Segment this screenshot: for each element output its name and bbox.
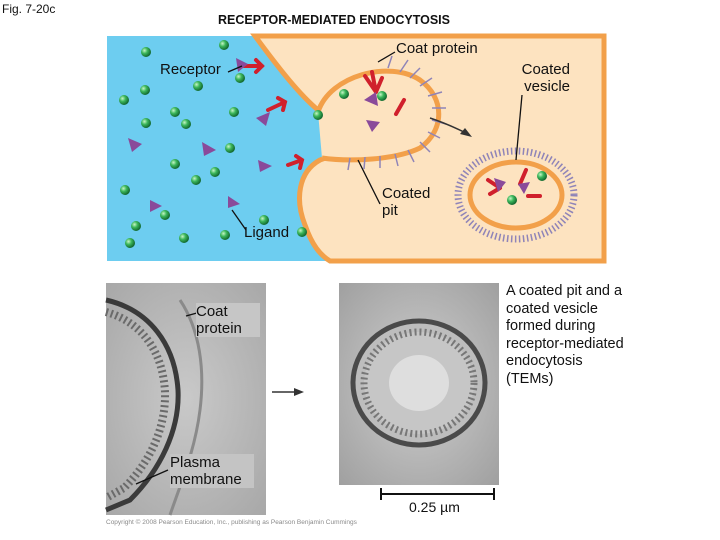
label-coat-protein: Coat protein <box>396 40 478 57</box>
label-plasma-membrane: Plasma membrane <box>170 454 254 488</box>
figure-title: RECEPTOR-MEDIATED ENDOCYTOSIS <box>218 13 450 27</box>
ligand-triangles <box>128 58 530 212</box>
figure-caption: A coated pit and a coated vesicle formed… <box>506 283 624 387</box>
diagram-leader-lines <box>227 51 523 231</box>
figure-label: Fig. 7-20c <box>2 2 56 16</box>
label-coated-vesicle: Coated vesicle <box>521 61 570 95</box>
label-coated-pit: Coated pit <box>382 185 431 219</box>
arrow-head <box>460 128 472 137</box>
scale-bar <box>380 488 495 500</box>
copyright-notice: Copyright © 2008 Pearson Education, Inc.… <box>106 519 357 526</box>
receptors <box>242 58 542 198</box>
label-tem-coat-protein: Coat protein <box>196 303 260 337</box>
tem-arrow-head <box>294 388 304 396</box>
tem-coated-vesicle <box>339 283 499 485</box>
label-ligand: Ligand <box>244 224 290 241</box>
scale-bar-label: 0.25 µm <box>409 499 460 515</box>
ligand-spheres <box>119 40 547 248</box>
label-receptor: Receptor <box>160 61 221 78</box>
